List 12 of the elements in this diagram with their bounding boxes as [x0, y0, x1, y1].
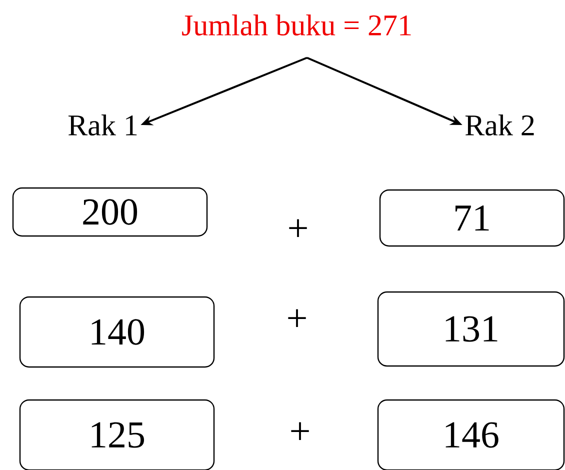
number-box: 131 — [377, 291, 565, 367]
title-text: Jumlah buku = 271 — [182, 14, 411, 36]
number-box: 125 — [19, 399, 215, 470]
number-box: 200 — [12, 187, 208, 237]
number-box: 146 — [377, 399, 565, 470]
plus-sign: + — [289, 219, 307, 237]
shelf-label: Rak 1 — [68, 114, 137, 136]
plus-sign: + — [291, 422, 309, 440]
plus-sign: + — [288, 309, 306, 327]
number-box: 71 — [379, 189, 565, 247]
number-box: 140 — [19, 296, 215, 368]
shelf-label: Rak 2 — [465, 114, 534, 136]
